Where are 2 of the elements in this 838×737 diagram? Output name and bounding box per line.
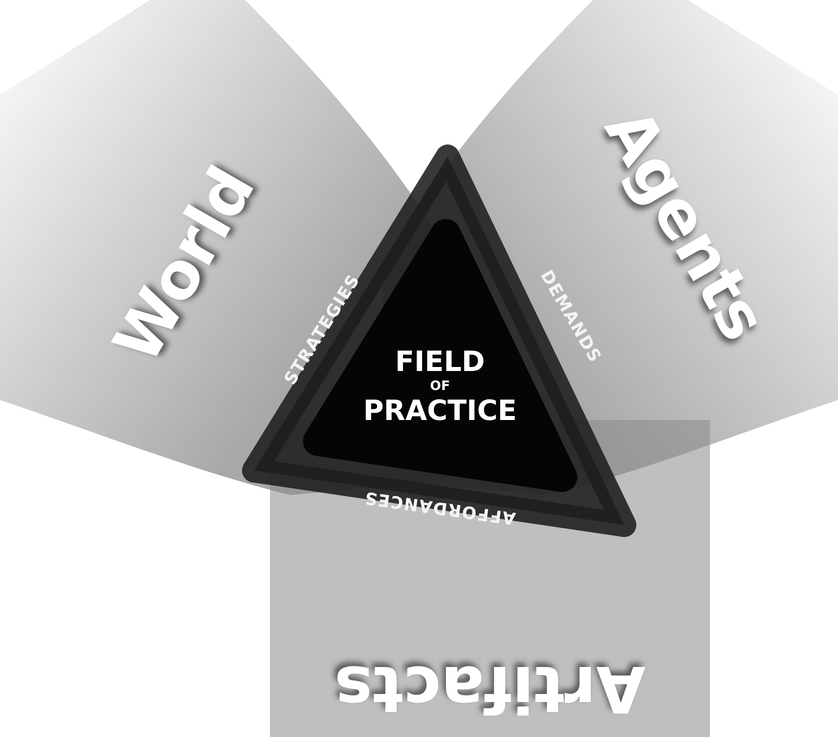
center-title: FIELD OF PRACTICE	[363, 347, 517, 427]
band-title: Artifacts	[334, 656, 646, 720]
